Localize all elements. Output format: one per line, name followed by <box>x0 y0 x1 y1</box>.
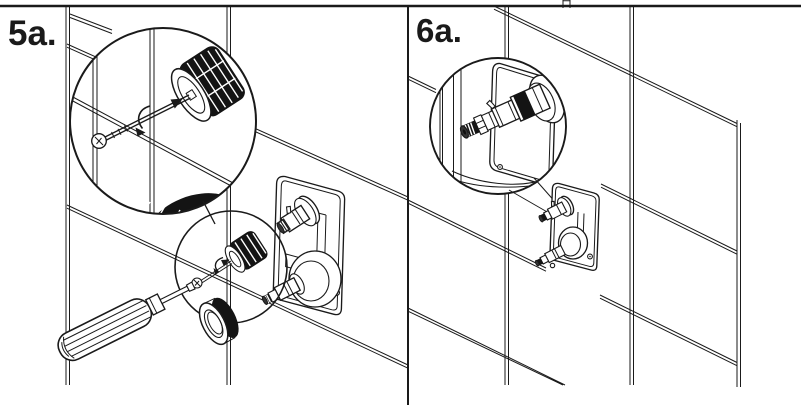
handle-adapter-knob <box>224 231 268 273</box>
upper-valve-stem <box>538 195 575 223</box>
screwdriver-shaft <box>159 285 190 305</box>
trim-ring <box>198 297 239 346</box>
push-arrow-icon <box>221 259 230 267</box>
step-label-6a: 6a. <box>416 12 462 49</box>
grout-diagonal-bottom <box>407 307 566 386</box>
grout-diagonal-lower <box>407 199 738 367</box>
magnified-grout-diagonal <box>70 95 249 196</box>
grout-vertical-lines <box>65 6 231 385</box>
panel-5a: 5a. <box>8 6 409 385</box>
stem-clip <box>550 200 555 208</box>
grout-diagonal-lower <box>66 204 409 369</box>
stem-clip <box>285 205 292 215</box>
push-arrow-icon <box>170 98 183 109</box>
fastening-screw <box>191 256 233 289</box>
lower-valve-stem <box>261 250 342 308</box>
magnified-grout-vertical <box>92 28 155 214</box>
detail-circle-6a <box>429 57 567 195</box>
rotate-arrow-icon <box>137 105 151 129</box>
stem-clip <box>485 99 496 110</box>
lower-valve-stem <box>534 226 589 267</box>
detail-circle-outline <box>429 57 567 195</box>
grout-diagonal-mid <box>407 75 738 255</box>
valve-assembly-left <box>261 175 346 316</box>
wall-right-edge <box>736 120 741 387</box>
grout-top-tick <box>562 0 571 8</box>
o-ring-band <box>512 90 536 121</box>
grout-diagonal-top <box>69 13 113 34</box>
magnified-cartridge-stem <box>459 83 552 139</box>
detail-leader-line <box>202 200 216 225</box>
rotate-arrow-icon <box>214 256 224 273</box>
step-label-5a: 5a. <box>8 14 57 53</box>
valve-assembly-right <box>534 182 600 271</box>
detail-circle-outline <box>69 27 257 215</box>
grout-diagonal-top <box>493 5 738 128</box>
screwdriver-tip <box>185 281 196 292</box>
upper-valve-stem <box>276 195 321 235</box>
grout-vertical-lines <box>504 6 634 385</box>
panel-6a: 6a. <box>407 0 741 387</box>
screwdriver <box>57 281 196 362</box>
screw-highlight-circle <box>174 210 288 324</box>
tiled-wall-right <box>407 0 741 387</box>
magnified-screw <box>91 94 191 149</box>
magnified-handle-adapter <box>170 46 245 122</box>
